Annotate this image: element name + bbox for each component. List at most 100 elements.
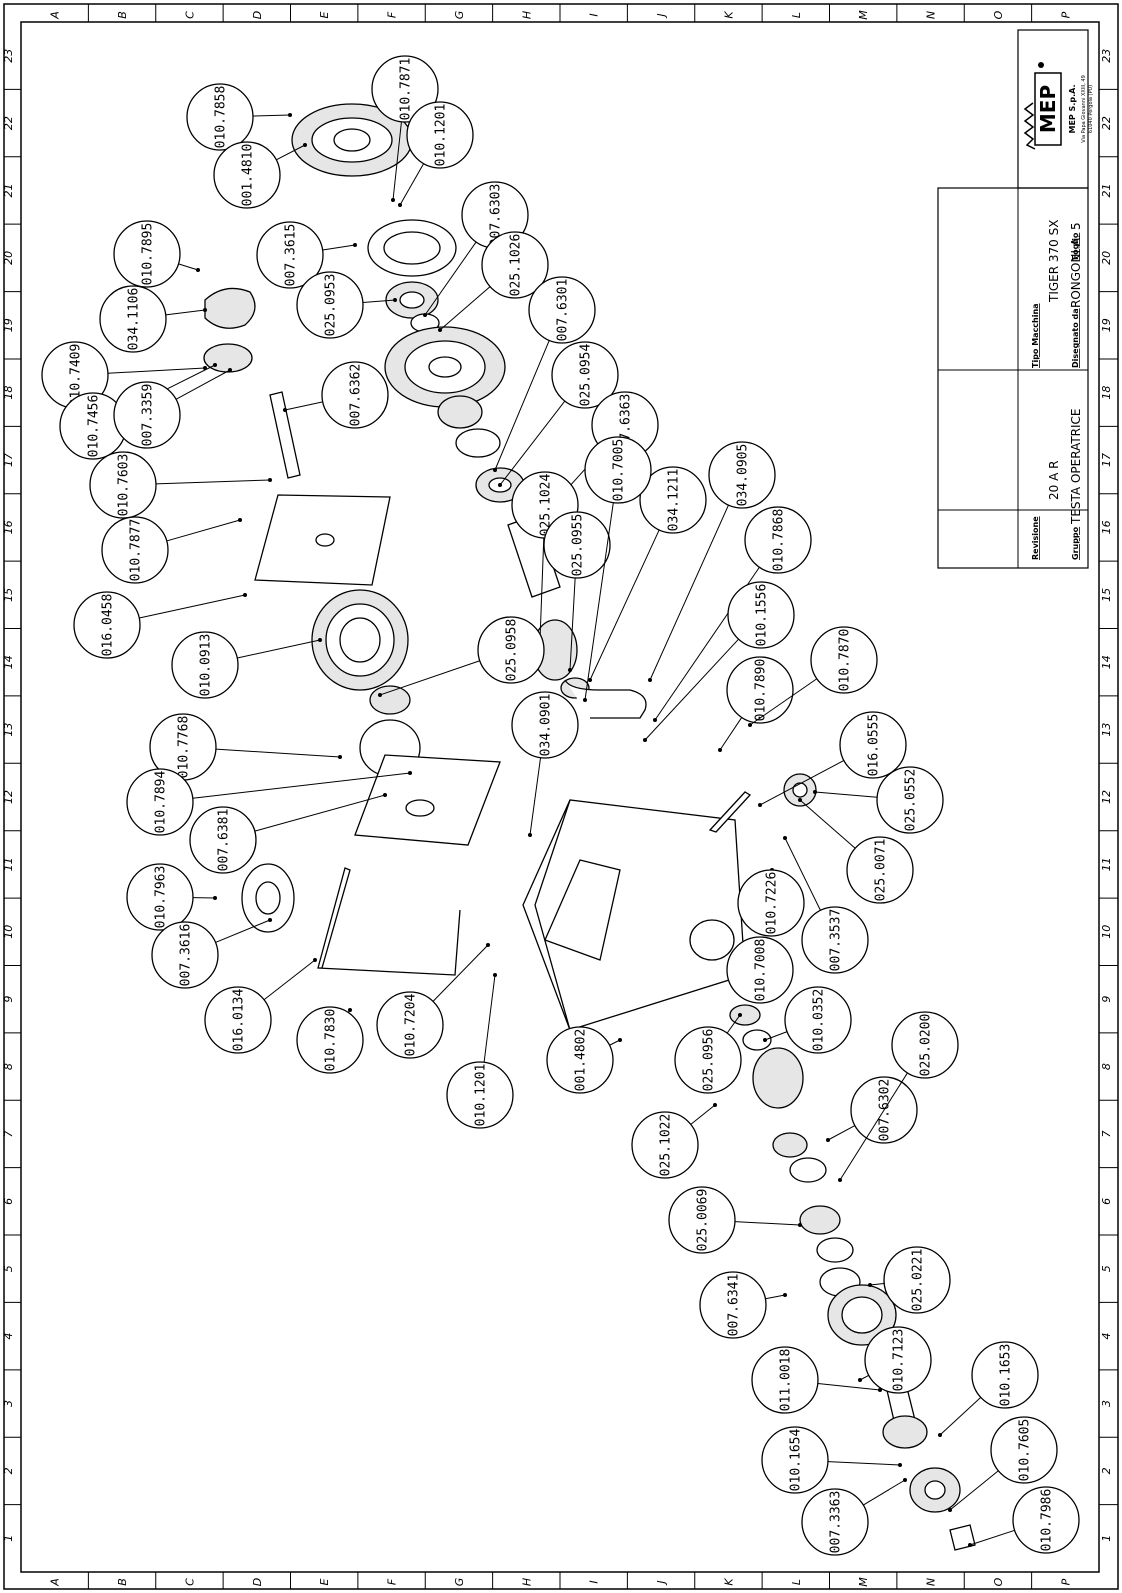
row-zone-label: 7	[1100, 1130, 1113, 1137]
row-zone-label: 22	[2, 116, 15, 130]
callout-part-number: 010.1201	[434, 104, 449, 167]
callout-part-number: 010.1556	[755, 584, 770, 647]
row-zone-label: 13	[2, 723, 15, 737]
column-zone-label: F	[386, 1578, 399, 1585]
callout-part-number: 010.7986	[1040, 1489, 1055, 1552]
column-zone-label: G	[453, 11, 466, 20]
sheet-label: Foglio	[1071, 232, 1080, 260]
part-callouts: 010.7871010.7858001.4810010.1201007.3615…	[41, 55, 1080, 1556]
callout-part-number: 010.7890	[754, 659, 769, 722]
group-value: TESTA OPERATRICE	[1069, 408, 1083, 525]
callout-part-number: 025.0552	[904, 769, 919, 832]
callout-balloon: 034.0905	[648, 441, 776, 682]
callout-balloon: 025.0953	[296, 271, 397, 339]
callout-balloon: 010.1556	[643, 581, 795, 742]
row-zone-label: 14	[1100, 655, 1113, 669]
callout-part-number: 007.6381	[217, 809, 232, 872]
callout-balloon: 016.0134	[204, 958, 317, 1054]
bracket-part	[317, 867, 461, 976]
callout-balloon: 010.1654	[761, 1426, 902, 1494]
row-zone-label: 15	[1100, 588, 1113, 602]
column-zone-label: J	[655, 13, 668, 18]
callout-balloon: 010.7963	[126, 863, 217, 931]
drawn-by-value: RONGONI A.	[1069, 234, 1083, 308]
callout-part-number: 034.1106	[127, 288, 142, 351]
row-zone-label: 14	[2, 655, 15, 669]
row-zone-label: 6	[2, 1198, 15, 1205]
row-zone-label: 17	[1100, 453, 1113, 467]
callout-balloon: 010.7768	[149, 713, 342, 781]
column-zone-label: B	[116, 1578, 129, 1586]
column-zone-label: L	[790, 1579, 803, 1585]
svg-text:Via Papa Giovanni XXIII, 49: Via Papa Giovanni XXIII, 49	[1081, 75, 1087, 143]
callout-balloon: 025.0958	[378, 616, 545, 697]
callout-balloon: 007.3616	[151, 918, 272, 989]
column-zone-label: N	[925, 1578, 938, 1586]
callout-balloon: 007.3615	[256, 221, 357, 289]
column-zone-label: K	[722, 11, 735, 19]
callout-balloon: 016.0555	[758, 711, 907, 807]
column-zone-label: C	[183, 1578, 196, 1586]
machine-value: TIGER 370 SX	[1047, 220, 1061, 303]
row-zone-label: 10	[1100, 925, 1113, 939]
callout-part-number: 010.7868	[772, 509, 787, 572]
callout-balloon: 007.6341	[699, 1271, 787, 1339]
callout-balloon: 007.6381	[189, 793, 387, 874]
callout-balloon: 010.7830	[296, 1006, 364, 1074]
svg-text:MEP S.p.A.: MEP S.p.A.	[1068, 84, 1077, 133]
row-zone-label: 17	[2, 453, 15, 467]
revision-value: 20 A R	[1047, 461, 1061, 500]
callout-part-number: 010.7871	[399, 58, 414, 121]
column-zone-label: N	[925, 11, 938, 19]
column-zone-label: A	[49, 11, 62, 20]
svg-text:61040 Pergola (PU): 61040 Pergola (PU)	[1088, 85, 1094, 133]
callout-balloon: 007.6362	[283, 361, 389, 429]
row-zone-label: 8	[1100, 1063, 1113, 1070]
revision-label: Revisione	[1031, 516, 1040, 560]
callout-part-number: 007.6303	[489, 184, 504, 247]
callout-balloon: 007.3537	[783, 836, 869, 974]
callout-balloon: 034.1211	[588, 466, 707, 682]
callout-balloon: 010.1653	[938, 1341, 1039, 1437]
callout-part-number: 011.0018	[779, 1349, 794, 1412]
callout-part-number: 010.7226	[765, 872, 780, 935]
column-zone-label: H	[520, 11, 533, 19]
callout-balloon: 034.0901	[511, 691, 579, 837]
callout-part-number: 010.1654	[789, 1429, 804, 1492]
callout-part-number: 010.7858	[214, 86, 229, 149]
callout-balloon: 010.7986	[968, 1486, 1080, 1554]
callout-part-number: 010.1201	[474, 1064, 489, 1127]
callout-part-number: 010.7204	[404, 994, 419, 1057]
callout-balloon: 025.0956	[674, 1013, 742, 1094]
row-zone-label: 22	[1100, 116, 1113, 130]
row-zone-label: 23	[1100, 49, 1113, 63]
callout-balloon: 025.1022	[631, 1103, 717, 1179]
callout-part-number: 010.7768	[177, 716, 192, 779]
callout-balloon: 025.0552	[813, 766, 944, 834]
row-zone-label: 21	[2, 183, 15, 197]
row-zone-label: 6	[1100, 1198, 1113, 1205]
row-zone-label: 4	[2, 1333, 15, 1340]
column-zone-label: H	[520, 1578, 533, 1586]
callout-part-number: 010.7895	[141, 223, 156, 286]
column-zone-label: P	[1059, 1578, 1072, 1585]
row-zone-label: 13	[1100, 723, 1113, 737]
callout-balloon: 010.1201	[446, 973, 514, 1129]
callout-part-number: 007.6302	[878, 1079, 893, 1142]
callout-balloon: 010.7456	[59, 363, 217, 460]
callout-part-number: 010.7894	[154, 771, 169, 834]
row-zone-label: 21	[1100, 183, 1113, 197]
callout-part-number: 007.6341	[727, 1274, 742, 1337]
column-zone-label: P	[1059, 11, 1072, 18]
row-zone-label: 9	[2, 996, 15, 1003]
column-zone-label: C	[183, 11, 196, 19]
callout-part-number: 010.7008	[754, 939, 769, 1002]
row-zone-label: 2	[2, 1467, 15, 1474]
callout-balloon: 010.7226	[737, 868, 805, 937]
row-zone-label: 11	[2, 857, 15, 871]
row-zone-label: 23	[2, 49, 15, 63]
row-zone-label: 4	[1100, 1333, 1113, 1340]
callout-part-number: 010.7877	[129, 519, 144, 582]
callout-part-number: 016.0458	[101, 594, 116, 657]
title-block: MEP MEP S.p.A. Via Papa Giovanni XXIII, …	[937, 29, 1094, 569]
